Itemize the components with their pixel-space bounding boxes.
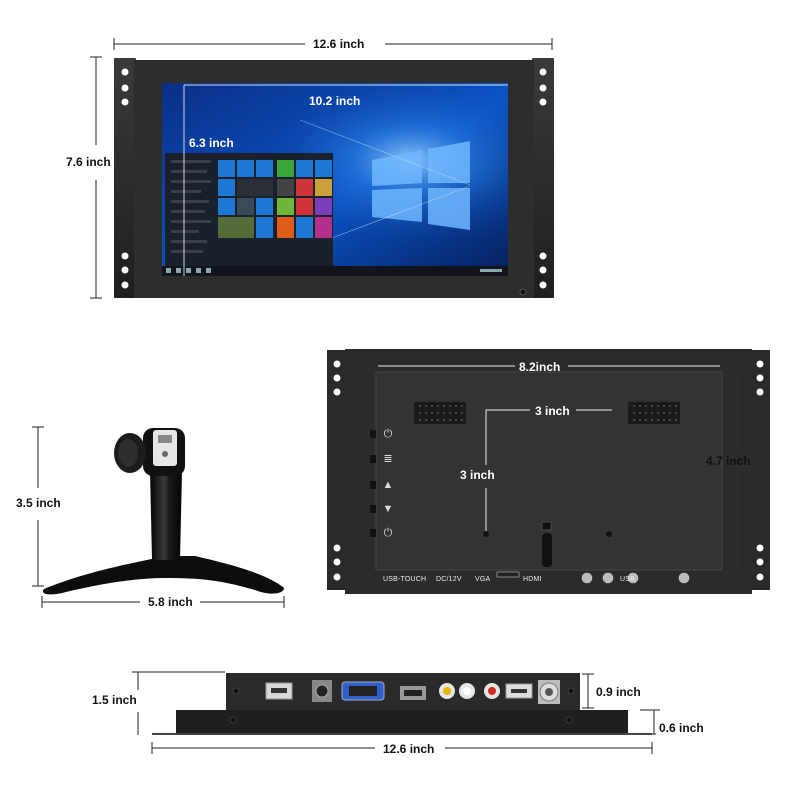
dc-port-label: DC/12V xyxy=(436,576,462,583)
front-ears xyxy=(114,58,554,298)
back-dimensions xyxy=(378,365,720,534)
side-width-label: 12.6 inch xyxy=(380,742,438,756)
windows-logo xyxy=(372,141,470,230)
stand-column xyxy=(150,470,182,560)
stand-height-label: 3.5 inch xyxy=(13,496,64,510)
vga-port-label: VGA xyxy=(475,576,491,583)
screen-height-label: 6.3 inch xyxy=(189,136,234,150)
front-height-dimension xyxy=(90,56,102,299)
usb-touch-port-label: USB-TOUCH xyxy=(383,576,427,583)
side-bottom-depth-label: 0.6 inch xyxy=(656,721,707,735)
menu-icon[interactable]: ≣ xyxy=(383,453,393,465)
back-width-label: 8.2inch xyxy=(519,360,561,374)
vesa-vertical-label: 3 inch xyxy=(460,468,495,482)
front-width-label: 12.6 inch xyxy=(310,37,368,51)
back-ports xyxy=(496,571,690,584)
screen-width-label: 10.2 inch xyxy=(309,94,361,108)
start-tiles xyxy=(218,160,332,238)
usb-port-label: USB xyxy=(620,576,635,583)
side-top-depth-label: 0.9 inch xyxy=(593,685,644,699)
front-height-label: 7.6 inch xyxy=(66,155,111,169)
side-flange xyxy=(176,710,628,734)
stand-base xyxy=(42,556,285,595)
down-icon[interactable]: ▼ xyxy=(382,503,394,515)
hdmi-port-label: HDMI xyxy=(523,576,542,583)
screen-guides xyxy=(183,84,508,276)
side-height-label: 1.5 inch xyxy=(92,693,137,707)
speaker-grilles xyxy=(414,402,680,424)
side-ports xyxy=(265,680,560,704)
taskbar xyxy=(162,266,508,276)
stand-width-label: 5.8 inch xyxy=(145,595,196,609)
power-icon[interactable]: ⏻ xyxy=(383,527,393,539)
vesa-horizontal-label: 3 inch xyxy=(535,404,570,418)
power-input-icon[interactable]: ⏻ xyxy=(383,428,393,440)
back-height-label: 4.7 inch xyxy=(706,454,751,468)
front-width-dimension xyxy=(113,38,553,50)
up-icon[interactable]: ▲ xyxy=(382,479,394,491)
